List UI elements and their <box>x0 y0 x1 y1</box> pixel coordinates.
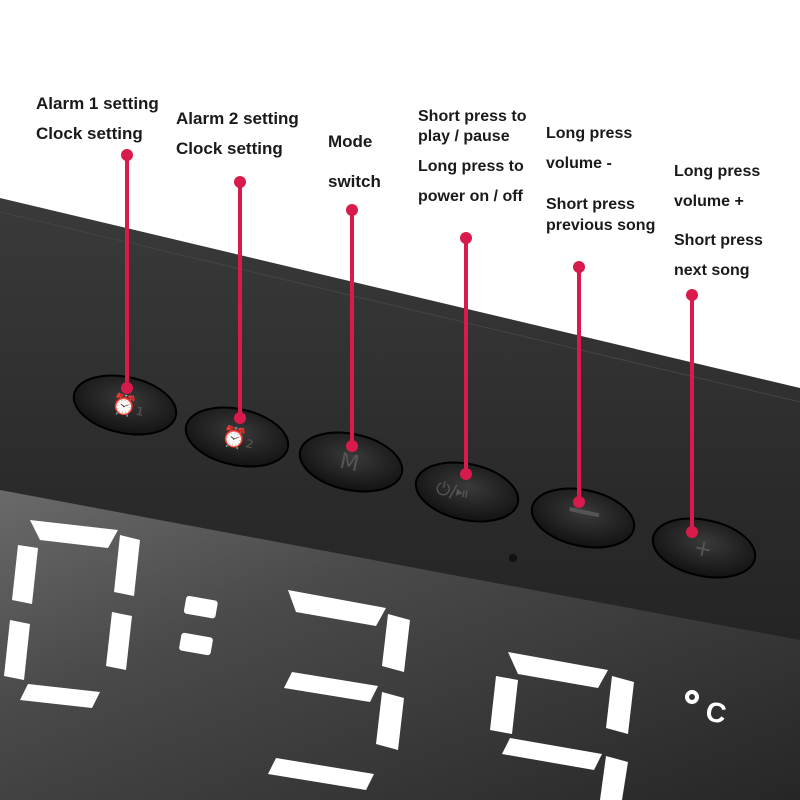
callout-dot-mode-top <box>346 204 358 216</box>
alarm2-button[interactable]: ⏰₂ <box>180 399 293 475</box>
callout-dot-alarm1-top <box>121 149 133 161</box>
callout-dot-alarm1-bottom <box>121 382 133 394</box>
alarm1-label-line2: Clock setting <box>36 124 143 143</box>
callout-dot-play-bottom <box>460 468 472 480</box>
callout-dot-plus-top <box>686 289 698 301</box>
plus-icon: + <box>691 535 714 563</box>
device-edge-line <box>0 211 800 403</box>
mode-label-line2: switch <box>328 172 381 191</box>
callout-dot-alarm2-top <box>234 176 246 188</box>
next-label-line4: next song <box>674 262 750 279</box>
prev-label-line2: volume - <box>546 155 612 172</box>
prev-label-line3: Short press <box>546 196 635 213</box>
colon-bottom <box>179 632 213 656</box>
play-label-line2: play / pause <box>418 128 510 145</box>
digit-0 <box>4 520 140 708</box>
callout-dot-plus-bottom <box>686 526 698 538</box>
next-label-line2: volume + <box>674 193 744 210</box>
digit-9 <box>490 652 634 800</box>
minus-button[interactable] <box>526 480 639 556</box>
plus-button[interactable]: + <box>647 510 760 586</box>
callout-dot-play-top <box>460 232 472 244</box>
callout-dot-minus-top <box>573 261 585 273</box>
next-label-line3: Short press <box>674 232 763 249</box>
colon-top <box>183 595 218 619</box>
prev-label-line4: previous song <box>546 217 656 234</box>
degree-symbol <box>685 690 699 704</box>
play-label-line1: Short press to <box>418 108 527 125</box>
play-label-line3: Long press to <box>418 158 524 175</box>
minus-icon <box>569 507 600 518</box>
microphone-hole <box>509 554 517 562</box>
time-display: C <box>4 520 729 800</box>
mode-button[interactable]: M <box>294 424 407 500</box>
prev-label-line1: Long press <box>546 125 633 142</box>
callout-dot-alarm2-bottom <box>234 412 246 424</box>
next-label-line1: Long press <box>674 163 761 180</box>
callout-dot-mode-bottom <box>346 440 358 452</box>
mode-m-icon: M <box>337 449 361 477</box>
play-power-button[interactable]: ⏻/⏯ <box>410 454 523 530</box>
alarm2-label-line2: Clock setting <box>176 139 283 158</box>
play-label-line4: power on / off <box>418 188 523 205</box>
button-row: ⏰₁ ⏰₂ M ⏻/⏯ + <box>68 367 760 586</box>
callout-dot-minus-bottom <box>573 496 585 508</box>
mode-label-line1: Mode <box>328 132 373 151</box>
alarm2-label-line1: Alarm 2 setting <box>176 109 299 128</box>
digit-3 <box>268 590 410 790</box>
alarm1-button[interactable]: ⏰₁ <box>68 367 181 443</box>
alarm1-label-line1: Alarm 1 setting <box>36 94 159 113</box>
callouts <box>121 149 698 538</box>
